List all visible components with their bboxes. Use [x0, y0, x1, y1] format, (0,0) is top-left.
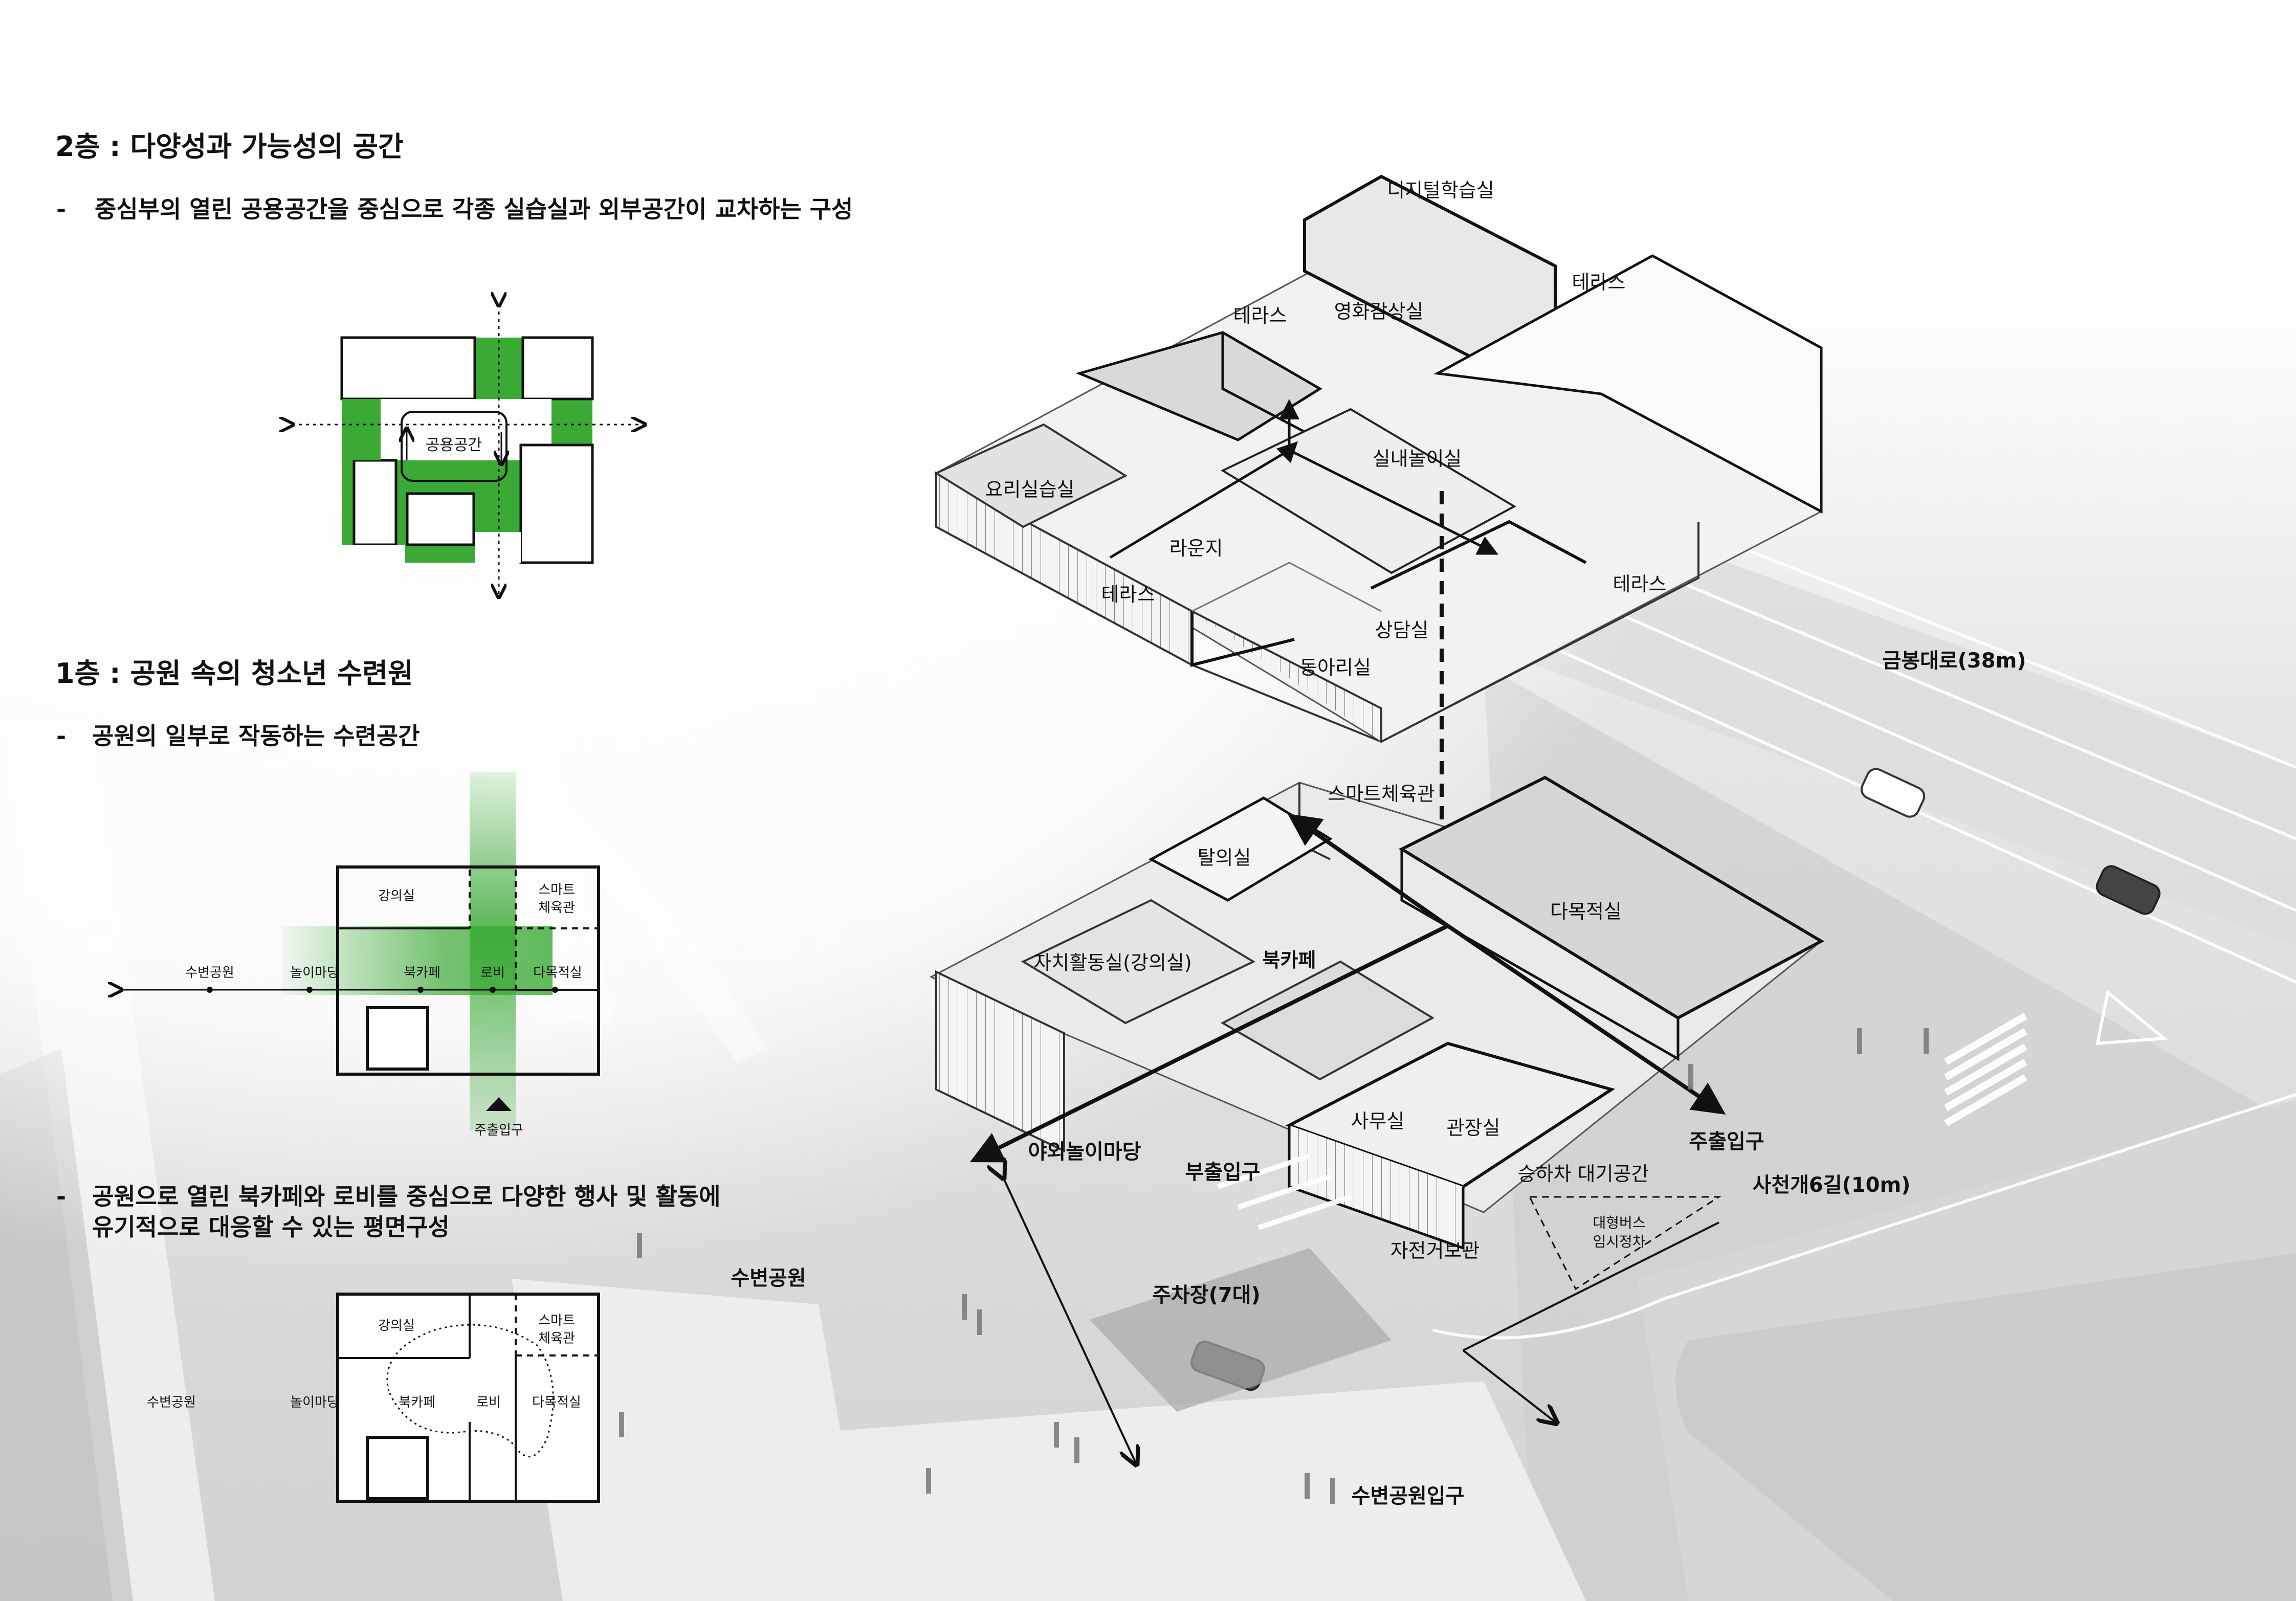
- label-road-side: 사천개6길(10m): [1753, 1173, 1911, 1197]
- label-self-gov: 자치활동실(강의실): [1033, 951, 1191, 974]
- label-road-main: 금봉대로(38m): [1882, 649, 2026, 673]
- car-icon: [2095, 865, 2161, 915]
- diagram-center-label: 공용공간: [426, 436, 482, 454]
- floor1-description2-line2: 유기적으로 대응할 수 있는 평면구성: [92, 1213, 450, 1241]
- floor1-description2-line1: 공원으로 열린 북카페와 로비를 중심으로 다양한 행사 및 활동에: [92, 1183, 720, 1210]
- label-lounge: 라운지: [1169, 537, 1223, 560]
- label-sub-entrance: 부출입구: [1185, 1161, 1260, 1184]
- label-bus-stop: 대형버스: [1593, 1214, 1645, 1231]
- plan-label: 북카페: [399, 1395, 435, 1410]
- floor2-title: 2층 : 다양성과 가능성의 공간: [55, 130, 404, 163]
- axis-label: 다목적실: [533, 965, 582, 981]
- site-labels: 금봉대로(38m) 사천개6길(10m) 수변공원 수변공원입구: [731, 649, 2026, 1508]
- label-bookcafe: 북카페: [1263, 949, 1316, 971]
- label-admin: 관장실: [1447, 1117, 1500, 1139]
- floor1-section: 1층 : 공원 속의 청소년 수련원 - 공원의 일부로 작동하는 수련공간 강…: [55, 657, 720, 1503]
- plan-label: 놀이마당: [290, 1395, 339, 1410]
- label-waiting-area: 승하차 대기공간: [1518, 1163, 1649, 1185]
- axis-label: 수변공원: [185, 965, 234, 981]
- floor1-plan-diagram: 강의실 스마트 체육관 수변공원 놀이마당 북카페 로비 다목적실: [147, 1293, 600, 1503]
- lower-floor-axon: [619, 775, 1929, 1504]
- plan-label: 다목적실: [532, 1395, 581, 1410]
- plan-label: 수변공원: [147, 1395, 196, 1410]
- label-terrace: 테라스: [1572, 271, 1626, 294]
- floor1-concept-diagram: 강의실 스마트 체육관 수변공원 놀이마당 북카페 로비 다목적실 주출입구: [120, 772, 600, 1138]
- room-lecture-label: 강의실: [378, 888, 415, 904]
- room-smart-label: 스마트: [538, 1313, 575, 1328]
- label-cooking: 요리실습실: [985, 478, 1075, 501]
- label-multipurpose: 다목적실: [1550, 900, 1622, 923]
- label-changing: 탈의실: [1198, 847, 1251, 869]
- axon-labels: 디지털학습실 테라스 테라스 영화감상실 실내놀이실 요리실습실 라운지 테라스…: [985, 179, 1764, 1307]
- label-digital-lab: 디지털학습실: [1387, 179, 1494, 202]
- floor2-section: 2층 : 다양성과 가능성의 공간 - 중심부의 열린 공용공간을 중심으로 각…: [55, 130, 853, 596]
- entrance-triangle-icon: [486, 1097, 512, 1111]
- floor1-description: 공원의 일부로 작동하는 수련공간: [92, 722, 420, 750]
- label-cinema: 영화감상실: [1334, 300, 1424, 323]
- label-outdoor-play: 야외놀이마당: [1028, 1140, 1141, 1164]
- bullet-mark: -: [56, 1183, 66, 1210]
- label-bike-storage: 자전거보관: [1390, 1239, 1480, 1262]
- label-club: 동아리실: [1299, 656, 1371, 679]
- axis-label: 놀이마당: [290, 965, 339, 981]
- room-smart-label: 체육관: [538, 1331, 575, 1346]
- label-parking: 주차장(7대): [1152, 1283, 1261, 1307]
- label-bus-stop: 임시정차: [1593, 1233, 1645, 1250]
- label-main-entrance: 주출입구: [1689, 1130, 1764, 1153]
- floor1-title: 1층 : 공원 속의 청소년 수련원: [55, 657, 413, 690]
- axis-label: 북카페: [404, 965, 440, 981]
- room-lecture-label: 강의실: [378, 1318, 415, 1333]
- bullet-mark: -: [56, 195, 66, 223]
- label-waterfront-park: 수변공원: [731, 1266, 806, 1290]
- label-terrace: 테라스: [1613, 573, 1667, 595]
- floor2-description: 중심부의 열린 공용공간을 중심으로 각종 실습실과 외부공간이 교차하는 구성: [95, 195, 853, 223]
- room-smart-label: 스마트: [538, 882, 575, 898]
- label-terrace: 테라스: [1233, 304, 1287, 327]
- bullet-mark: -: [56, 722, 66, 750]
- label-office: 사무실: [1351, 1110, 1405, 1132]
- plan-label: 로비: [476, 1395, 501, 1410]
- label-terrace: 테라스: [1101, 583, 1155, 606]
- room-smart-label: 체육관: [538, 900, 575, 916]
- upper-floor-axon: [934, 174, 1823, 743]
- entrance-label: 주출입구: [474, 1123, 523, 1138]
- label-indoor-play: 실내놀이실: [1373, 448, 1462, 470]
- floor2-concept-diagram: 공용공간: [292, 304, 644, 596]
- axis-label: 로비: [480, 965, 505, 981]
- label-counseling: 상담실: [1375, 619, 1429, 641]
- car-icon: [1860, 768, 1926, 818]
- label-smart-gym: 스마트체육관: [1328, 783, 1435, 805]
- label-park-entrance: 수변공원입구: [1352, 1484, 1465, 1508]
